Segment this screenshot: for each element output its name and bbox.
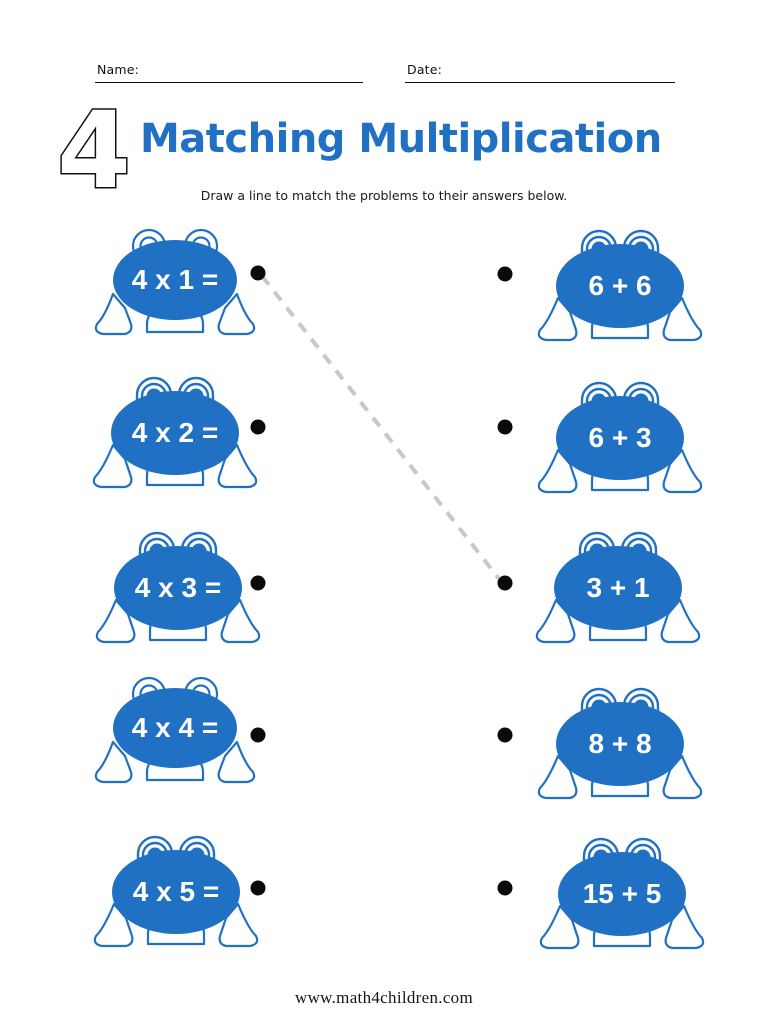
footer-site-url: www.math4children.com [295, 988, 473, 1007]
dot-problem-3[interactable] [250, 575, 266, 591]
date-label: Date: [407, 62, 443, 77]
dot-answer-5[interactable] [497, 880, 513, 896]
dot-problem-1[interactable] [250, 265, 266, 281]
header-fields: Name: Date: [95, 62, 675, 83]
problem-3-text: 4 x 3 = [135, 572, 221, 603]
connector-dots [250, 265, 513, 896]
date-write-line[interactable] [405, 82, 675, 83]
date-field[interactable]: Date: [405, 62, 675, 83]
frog-answer-3[interactable]: 3 + 1 [535, 531, 701, 644]
name-write-line[interactable] [95, 82, 363, 83]
page-title: Matching Multiplication [140, 116, 662, 162]
frog-problem-4[interactable]: 4 x 4 = [94, 676, 256, 784]
answer-4-text: 8 + 8 [588, 728, 651, 759]
dot-problem-4[interactable] [250, 727, 266, 743]
frog-answer-2[interactable]: 6 + 3 [537, 381, 703, 494]
answer-2-text: 6 + 3 [588, 422, 651, 453]
frog-answer-4[interactable]: 8 + 8 [537, 687, 703, 800]
worksheet-number: 4 [56, 89, 133, 212]
title-row: 4 Matching Multiplication [44, 96, 734, 205]
dot-answer-1[interactable] [497, 266, 513, 282]
connection-line-1[interactable] [260, 274, 502, 582]
frog-problem-2[interactable]: 4 x 2 = [92, 376, 258, 489]
answer-5-text: 15 + 5 [583, 878, 662, 909]
instruction-text: Draw a line to match the problems to the… [200, 188, 568, 203]
problem-5-text: 4 x 5 = [133, 876, 219, 907]
problem-1-text: 4 x 1 = [132, 264, 218, 295]
left-column: 4 x 1 = 4 x 2 = 4 x 3 = 4 x 4 = 4 x 5 = [92, 228, 261, 948]
matching-area: 4 x 1 = 4 x 2 = 4 x 3 = 4 x 4 = 4 x 5 = [0, 212, 768, 972]
dot-answer-4[interactable] [497, 727, 513, 743]
dot-answer-2[interactable] [497, 419, 513, 435]
frog-problem-1[interactable]: 4 x 1 = [94, 228, 256, 336]
answer-1-text: 6 + 6 [588, 270, 651, 301]
name-label: Name: [97, 62, 140, 77]
frog-answer-5[interactable]: 15 + 5 [539, 837, 705, 950]
problem-2-text: 4 x 2 = [132, 417, 218, 448]
dot-problem-5[interactable] [250, 880, 266, 896]
dot-problem-2[interactable] [250, 419, 266, 435]
problem-4-text: 4 x 4 = [132, 712, 218, 743]
name-field[interactable]: Name: [95, 62, 363, 83]
frog-answer-1[interactable]: 6 + 6 [537, 229, 703, 342]
answer-3-text: 3 + 1 [586, 572, 649, 603]
dot-answer-3[interactable] [497, 575, 513, 591]
matching-board[interactable]: 4 x 1 = 4 x 2 = 4 x 3 = 4 x 4 = 4 x 5 = [0, 212, 768, 972]
frog-problem-5[interactable]: 4 x 5 = [93, 835, 259, 948]
frog-problem-3[interactable]: 4 x 3 = [95, 531, 261, 644]
right-column: 6 + 6 6 + 3 3 + 1 8 + 8 15 + 5 [535, 229, 705, 950]
